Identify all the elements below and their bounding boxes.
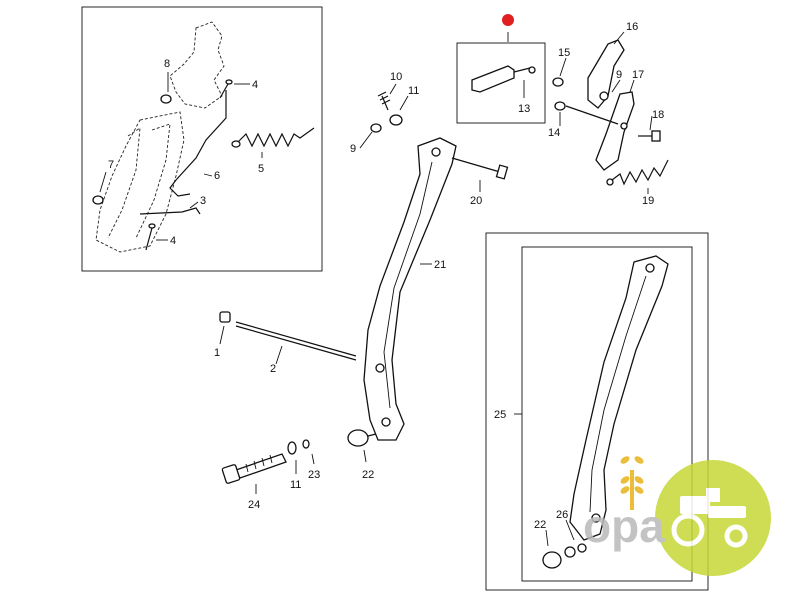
main-lever-assembly: 10 11 9 20 21 1 2 24 11 23 — [214, 71, 509, 511]
spring-5 — [237, 127, 315, 148]
callout-10: 10 — [390, 71, 402, 83]
knob-22-inset — [542, 551, 562, 569]
upper-linkage-group: 13 15 16 9 17 18 14 19 — [456, 14, 669, 207]
spring-19 — [611, 159, 669, 186]
callout-24: 24 — [248, 499, 260, 511]
bolt-20 — [451, 157, 501, 173]
callout-25: 25 — [494, 409, 506, 421]
callout-20: 20 — [470, 195, 482, 207]
callout-6: 6 — [214, 170, 220, 182]
callout-2: 2 — [270, 363, 276, 375]
callout-8: 8 — [164, 58, 170, 70]
callout-21: 21 — [434, 259, 446, 271]
washer-7 — [92, 195, 104, 205]
nut-11-bottom — [287, 441, 297, 455]
washer-15 — [552, 77, 564, 87]
watermark-logo: opa — [583, 456, 771, 576]
bolt-24 — [235, 453, 287, 479]
callout-4: 4 — [252, 79, 258, 91]
washer-14 — [554, 101, 566, 111]
dashed-housing-outline — [169, 21, 225, 109]
rod-6 — [169, 90, 227, 197]
rod-2 — [235, 321, 357, 357]
callout-7: 7 — [108, 159, 114, 171]
screw-4-bottom — [145, 227, 153, 251]
callout-11-bottom: 11 — [290, 479, 301, 491]
callout-22-inset: 22 — [534, 519, 546, 531]
callout-4-bottom: 4 — [170, 235, 176, 247]
callout-13: 13 — [518, 103, 530, 115]
inset-outer-frame — [485, 232, 709, 591]
inset-bottom-right: 25 22 26 — [485, 232, 709, 591]
callout-5: 5 — [258, 163, 264, 175]
part-13-frame — [456, 42, 546, 124]
arm-17 — [595, 91, 635, 171]
callout-9: 9 — [350, 143, 356, 155]
lever-16 — [587, 39, 625, 109]
callout-17: 17 — [632, 69, 644, 81]
callout-22: 22 — [362, 469, 374, 481]
nut-11-top — [389, 114, 403, 126]
watermark-text: opa — [583, 500, 665, 552]
highlight-dot — [502, 14, 514, 26]
callout-11-top: 11 — [408, 85, 419, 97]
callout-19: 19 — [642, 195, 654, 207]
washer-23 — [302, 439, 310, 449]
callout-1: 1 — [214, 347, 220, 359]
washer-9-left — [370, 123, 382, 133]
callout-3: 3 — [200, 195, 206, 207]
callout-23: 23 — [308, 469, 320, 481]
screw-4-top — [219, 83, 229, 99]
callout-15: 15 — [558, 47, 570, 59]
callout-9-right: 9 — [616, 69, 622, 81]
bracket-13 — [471, 65, 515, 93]
wheat-icon — [620, 456, 644, 510]
inset-top-left-frame — [81, 6, 323, 272]
rod-3 — [139, 207, 201, 215]
tractor-icon — [671, 488, 748, 548]
cap-1 — [219, 311, 231, 323]
dashed-block-outline — [95, 111, 185, 253]
callout-26: 26 — [556, 509, 568, 521]
inset-top-left: 8 4 5 6 7 3 4 — [81, 6, 323, 272]
nut-8 — [160, 94, 172, 104]
knob-22 — [347, 429, 369, 447]
callout-14: 14 — [548, 127, 560, 139]
lever-21 — [363, 137, 457, 441]
callout-18: 18 — [652, 109, 664, 121]
lever-25 — [569, 255, 669, 541]
callout-16: 16 — [626, 21, 638, 33]
